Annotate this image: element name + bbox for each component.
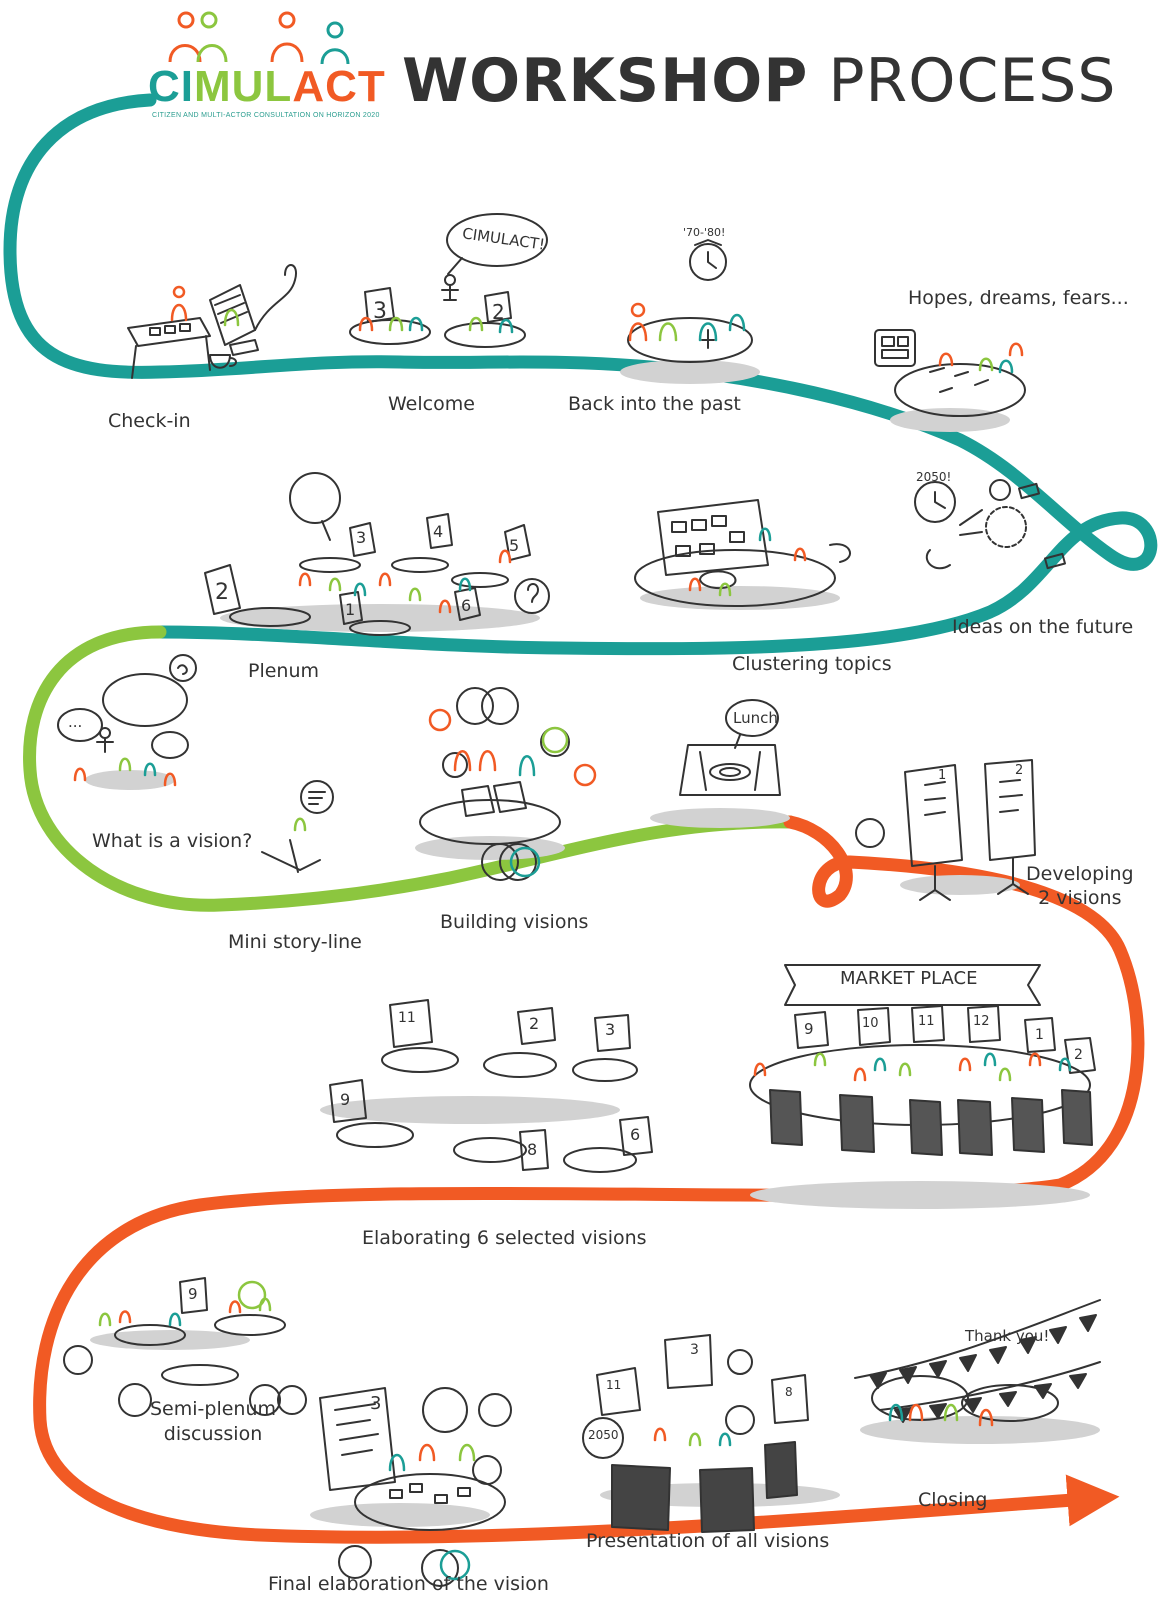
past-illustration (627, 239, 753, 363)
flip-number-elab-5: 8 (527, 1140, 538, 1159)
flip-number-plenum-5: 1 (345, 600, 356, 619)
flip-number-plenum-3: 4 (433, 522, 444, 541)
final-illustration (319, 1387, 512, 1587)
flip-number-plenum-4: 5 (509, 536, 520, 555)
lunch-illustration (679, 699, 781, 796)
mini-story-illustration (261, 780, 334, 873)
flip-number-semi: 9 (188, 1285, 198, 1303)
stage-label-mini-story: Mini story-line (228, 931, 362, 953)
title-bold: WORKSHOP (402, 46, 809, 116)
page-title: WORKSHOP PROCESS (402, 46, 1116, 116)
stage-label-ideas-future: Ideas on the future (952, 616, 1134, 638)
flip-number-pres-3: 8 (785, 1385, 793, 1399)
logo-word-part1: CI (148, 62, 194, 111)
market-boards (769, 1089, 1093, 1156)
bubble-ellipsis: ... (68, 713, 83, 731)
stage-label-what-vision: What is a vision? (92, 830, 253, 852)
flip-number-welcome-2: 2 (492, 300, 505, 324)
logo-word-part2: MUL (194, 62, 293, 111)
flip-number-elab-6: 6 (630, 1125, 641, 1144)
what-vision-illustration (57, 654, 197, 759)
flip-number-market-6: 2 (1074, 1047, 1083, 1063)
closing-flags (869, 1314, 1097, 1423)
welcome-illustration (349, 213, 548, 348)
developing-illustration (855, 759, 1036, 901)
closing-illustration (854, 1299, 1101, 1422)
flip-number-market-2: 10 (862, 1016, 879, 1031)
stage-label-market: MARKET PLACE (840, 968, 978, 989)
stage-label-developing: Developing 2 visions (1026, 863, 1134, 909)
flip-number-developing-2: 2 (1015, 763, 1024, 778)
stage-label-clustering: Clustering topics (732, 653, 892, 675)
cimulact-logo-word: CIMULACT (148, 62, 386, 112)
ground-shadows (85, 360, 1100, 1527)
stage-label-plenum: Plenum (248, 660, 320, 682)
stage-label-check-in: Check-in (108, 410, 191, 432)
logo-subtitle: CITIZEN AND MULTI-ACTOR CONSULTATION ON … (152, 112, 380, 119)
hopes-illustration (874, 329, 1026, 417)
flip-number-developing-1: 1 (938, 768, 947, 783)
future-illustration (914, 479, 1066, 570)
flip-number-elab-1: 11 (398, 1010, 416, 1026)
bubble-future-year: 2050! (916, 470, 952, 484)
flip-number-elab-2: 2 (529, 1014, 540, 1033)
logo-people (168, 11, 350, 65)
elaborating-illustration (329, 999, 653, 1173)
path-orange-section (33, 815, 1145, 1544)
flip-number-market-3: 11 (918, 1014, 935, 1029)
logo-word-part3: ACT (292, 62, 386, 111)
flip-number-pres-1: 11 (606, 1378, 622, 1392)
flip-number-plenum-6: 6 (461, 596, 472, 615)
stage-label-final: Final elaboration of the vision (268, 1573, 549, 1595)
plenum-illustration (204, 472, 550, 636)
title-light: PROCESS (828, 46, 1117, 116)
stage-label-elaborating: Elaborating 6 selected visions (362, 1227, 647, 1249)
bubble-thank-you: Thank you! (965, 1327, 1050, 1345)
flip-number-final: 3 (370, 1393, 382, 1414)
flip-number-plenum-1: 2 (215, 580, 229, 605)
flip-number-plenum-2: 3 (356, 528, 367, 547)
stage-label-back-into-past: Back into the past (568, 393, 741, 415)
bubble-pres-year: 2050 (588, 1428, 619, 1442)
participants (73, 285, 1072, 1581)
presentation-boards (611, 1441, 798, 1533)
path-green-section (23, 625, 797, 912)
clustering-illustration (634, 499, 851, 607)
flip-number-market-1: 9 (804, 1020, 814, 1038)
presentation-illustration (582, 1334, 809, 1459)
bubble-years: '70-'80! (683, 226, 726, 239)
stage-label-closing: Closing (918, 1489, 988, 1511)
flip-number-elab-3: 3 (605, 1020, 616, 1039)
stage-label-building: Building visions (440, 911, 589, 933)
bubble-lunch: Lunch (733, 709, 778, 727)
semi-plenum-illustration (63, 1277, 307, 1417)
flip-number-market-4: 12 (973, 1014, 990, 1029)
flip-number-pres-2: 3 (690, 1342, 699, 1358)
flip-number-market-5: 1 (1035, 1027, 1044, 1043)
flip-number-elab-4: 9 (340, 1090, 351, 1109)
stage-label-semi-plenum: Semi-plenum discussion (150, 1398, 277, 1445)
path-teal-section (3, 93, 1158, 656)
stage-label-hopes: Hopes, dreams, fears... (908, 287, 1129, 309)
stage-label-welcome: Welcome (388, 393, 475, 415)
stage-label-presentation: Presentation of all visions (586, 1530, 830, 1552)
check-in-illustration (127, 264, 298, 379)
flip-number-welcome-1: 3 (373, 299, 387, 324)
